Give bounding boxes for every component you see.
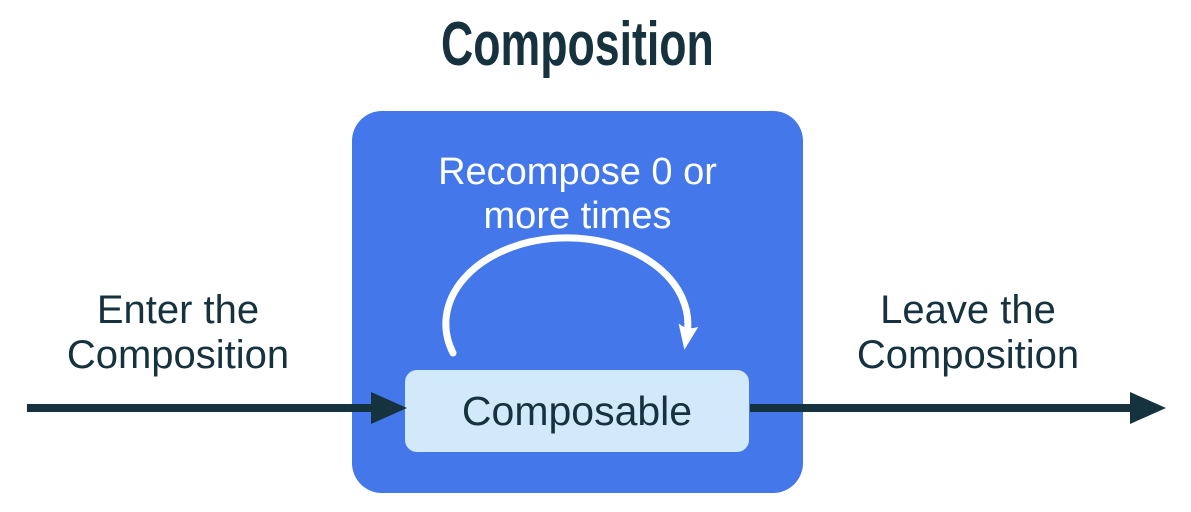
- page-title-text: Composition: [441, 10, 714, 79]
- leave-composition-label: Leave the Composition: [856, 288, 1080, 377]
- recompose-label: Recompose 0 or more times: [438, 151, 717, 238]
- composable-label: Composable: [461, 387, 693, 434]
- leave-arrow-icon: [750, 392, 1166, 424]
- enter-arrow-icon: [27, 392, 407, 424]
- enter-composition-label: Enter the Composition: [66, 288, 290, 377]
- composable-node: Composable: [405, 370, 749, 452]
- page-title: Composition: [352, 14, 803, 76]
